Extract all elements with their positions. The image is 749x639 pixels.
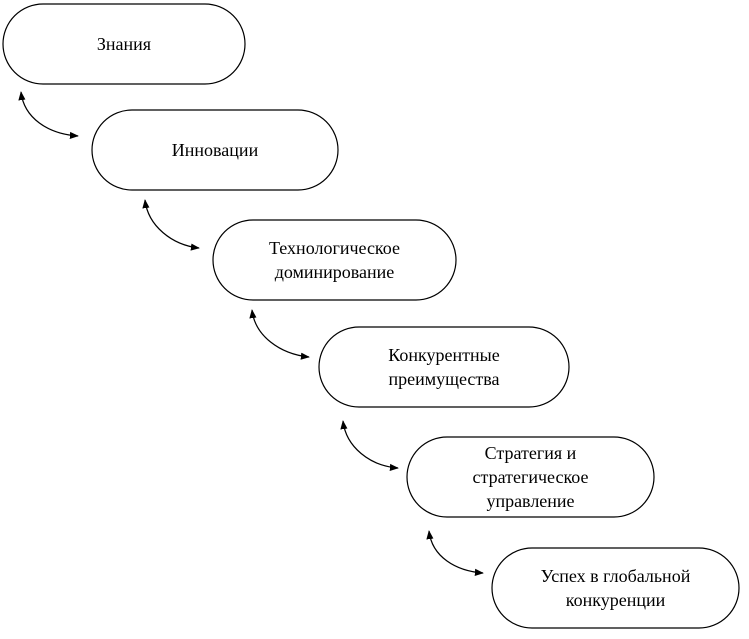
- diagram-node-5: Стратегия и стратегическое управление: [406, 436, 655, 518]
- node-shape: [318, 326, 570, 408]
- node-shape: [212, 219, 457, 301]
- connector-arrow-n5-n6: [426, 530, 484, 576]
- node-shape: [2, 3, 246, 85]
- connector-arrow-n4-n5: [340, 420, 399, 472]
- connector-arrow-n2-n3: [142, 199, 200, 251]
- node-label-line: доминирование: [275, 262, 395, 282]
- node-label-line: стратегическое: [473, 467, 589, 487]
- edges-layer: [18, 91, 484, 576]
- node-label-line: Инновации: [172, 140, 259, 160]
- connector-arrow-n1-n2: [18, 91, 79, 140]
- node-label-line: Стратегия и: [485, 443, 577, 463]
- node-label-line: Знания: [97, 34, 151, 54]
- connector-arrow-n3-n4: [249, 309, 310, 360]
- diagram-node-4: Конкурентные преимущества: [318, 326, 570, 408]
- diagram-node-1: Знания: [2, 3, 246, 85]
- diagram-node-3: Технологическое доминирование: [212, 219, 457, 301]
- node-label-line: Технологическое: [269, 238, 400, 258]
- node-label-line: управление: [486, 491, 574, 511]
- node-label-line: Конкурентные: [388, 345, 499, 365]
- node-label-line: конкуренции: [566, 590, 666, 610]
- diagram-node-6: Успех в глобальной конкуренции: [491, 547, 740, 629]
- node-shape: [491, 547, 740, 629]
- node-shape: [406, 436, 655, 518]
- node-shape: [91, 109, 339, 191]
- node-label-line: преимущества: [388, 369, 499, 389]
- diagram-node-2: Инновации: [91, 109, 339, 191]
- node-label-line: Успех в глобальной: [541, 566, 691, 586]
